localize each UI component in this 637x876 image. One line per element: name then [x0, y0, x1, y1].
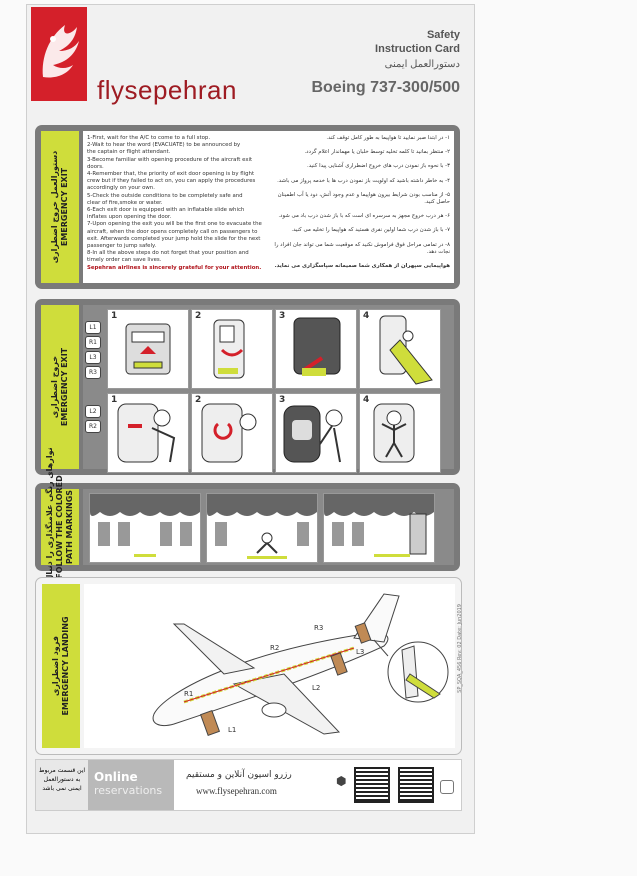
diagram-area: L1 R1 L3 R3 L2 R2 1 2	[83, 305, 454, 473]
instruction-line: 5-Check the outside conditions to be com…	[87, 192, 243, 199]
airline-logo	[31, 7, 87, 101]
cabin-smoke-illustration	[90, 494, 200, 557]
step-panel: 3	[275, 309, 357, 389]
instruction-line: 8-In all the above steps do not forget t…	[87, 250, 249, 257]
cabin-crawl-illustration	[207, 494, 317, 559]
instruction-line: aircraft, when the door opens completely…	[87, 228, 258, 235]
door-label: R2	[270, 644, 279, 652]
card-title-fa: دستورالعمل ایمنی	[384, 59, 460, 70]
instruction-line: ۸- در تمامی مراحل فوق فراموش نکنید که مو…	[274, 241, 450, 255]
step-panel: 3	[275, 393, 357, 473]
rotate-handle-illustration	[201, 403, 257, 463]
aircraft-type: Boeing 737-300/500	[311, 79, 460, 96]
instruction-line: inflates upon opening the door.	[87, 214, 172, 221]
cabin-panel	[206, 493, 318, 563]
instruction-line: exit. Afterwards completed your jump hol…	[87, 235, 261, 242]
step-panel: 2	[191, 309, 273, 389]
slide-handle-illustration	[293, 317, 341, 376]
instruction-line: 3-Become familiar with opening procedure…	[87, 156, 253, 163]
instruction-line: ۴- به خاطر داشته باشید که اولویت باز نمو…	[277, 177, 450, 184]
door-label: R3	[85, 366, 101, 379]
step-panel: 2	[191, 393, 273, 473]
reservation-text-fa: رزرو اسیون آنلاین و مستقیم	[186, 770, 292, 780]
instruction-line: 4-Remember that, the priority of exit do…	[87, 171, 255, 178]
step-panel: 4	[359, 393, 441, 473]
push-door-illustration	[283, 405, 343, 463]
cabin-exit-illustration	[324, 494, 434, 557]
step-panel: 1	[107, 393, 189, 473]
phoenix-icon	[42, 25, 79, 78]
instruction-line: clear of fire,smoke or water.	[87, 199, 163, 206]
card-title-line2: Instruction Card	[375, 43, 460, 55]
qr-code-android[interactable]	[354, 767, 390, 803]
instruction-line: ۷- با باز شدن درب شما اولین نفری هستید ک…	[291, 227, 450, 234]
pull-handle-illustration	[117, 403, 176, 463]
footer-note: این قسمت مربوط به دستورالعمل ایمنی نمی ب…	[36, 760, 88, 810]
step-panel: 1	[107, 309, 189, 389]
instructions-fa: ۱- در ابتدا صبر نمایید تا هواپیما به طور…	[270, 135, 450, 270]
door-label: L1	[228, 726, 236, 734]
instruction-line: passenger to jump safely.	[87, 243, 157, 250]
online-reservations-badge: Online reservations	[88, 760, 174, 810]
instruction-line: the captain or flight attendant.	[87, 149, 171, 156]
door-label: R3	[314, 624, 323, 632]
cabin-panel	[323, 493, 435, 563]
instruction-line: 7-Upon opening the exit you will be the …	[87, 221, 262, 228]
instruction-line: doors.	[87, 163, 104, 170]
cabin-panel	[89, 493, 201, 563]
instruction-line: 2-Wait to hear the word (EVACUATE) to be…	[87, 142, 241, 149]
aircraft-evacuation-diagram: R1 R2 R3 L1 L2 L3	[152, 593, 449, 737]
apple-icon	[440, 780, 454, 794]
step-panel: 4	[359, 309, 441, 389]
instruction-line: ۲- منتظر بمانید تا کلمه تخلیه توسط خلبان…	[304, 149, 450, 156]
door-label: L3	[85, 351, 101, 364]
open-door-illustration	[213, 319, 245, 379]
instruction-line: accordingly on your own.	[87, 185, 155, 192]
instructions-en: 1-First, wait for the A/C to come to a f…	[87, 135, 267, 272]
instruction-line: 1-First, wait for the A/C to come to a f…	[87, 135, 211, 141]
instruction-line: timely order can save lives.	[87, 257, 162, 264]
android-icon: ⬢	[336, 774, 347, 788]
door-label: L2	[85, 405, 101, 418]
qr-code-ios[interactable]	[398, 767, 434, 803]
instructions-panel: 1-First, wait for the A/C to come to a f…	[83, 131, 454, 283]
closing-line: هواپیمایی سپهران از همکاری شما صمیمانه س…	[274, 263, 450, 270]
instruction-line: 6-Each exit door is equipped with an inf…	[87, 207, 245, 214]
aircraft-illustration: R1 R2 R3 L1 L2 L3 SP_SQA_456 Rev: 02 Dat…	[84, 584, 463, 748]
door-label: L3	[356, 648, 364, 656]
brand-name: flysepehran	[97, 75, 237, 105]
door-label: R1	[184, 690, 193, 698]
door-label: R2	[85, 420, 101, 433]
instruction-line: ۱- در ابتدا صبر نمایید تا هواپیما به طور…	[326, 135, 450, 141]
climb-out-illustration	[373, 403, 415, 463]
instruction-line: ۵- از مناسب بودن شرایط بیرون هواپیما و ع…	[277, 191, 450, 206]
footer-reservations: این قسمت مربوط به دستورالعمل ایمنی نمی ب…	[35, 759, 462, 811]
door-label: R1	[85, 336, 101, 349]
instruction-line: crew but if they failed to act on, you c…	[87, 178, 256, 185]
slide-deploy-illustration	[379, 315, 433, 385]
closing-line: Sepehran airlines is sincerely grateful …	[87, 264, 262, 271]
card-title-line1: Safety	[426, 29, 460, 41]
safety-card: flysepehran Safety Instruction Card دستو…	[26, 4, 475, 834]
door-handle-illustration	[125, 323, 171, 375]
door-label: L1	[85, 321, 101, 334]
door-label: L2	[312, 684, 320, 692]
doc-reference: SP_SQA_456 Rev: 02 Date: Jun2019	[457, 604, 463, 693]
cabin-illustrations	[83, 489, 454, 565]
website-link[interactable]: www.flysepehran.com	[196, 786, 277, 796]
instruction-line: ۶- هر درب خروج مجهز به سرسره ای است که ب…	[278, 213, 450, 220]
instruction-line: ۳- با نحوه باز نمودن درب های خروج اضطرار…	[307, 163, 450, 170]
